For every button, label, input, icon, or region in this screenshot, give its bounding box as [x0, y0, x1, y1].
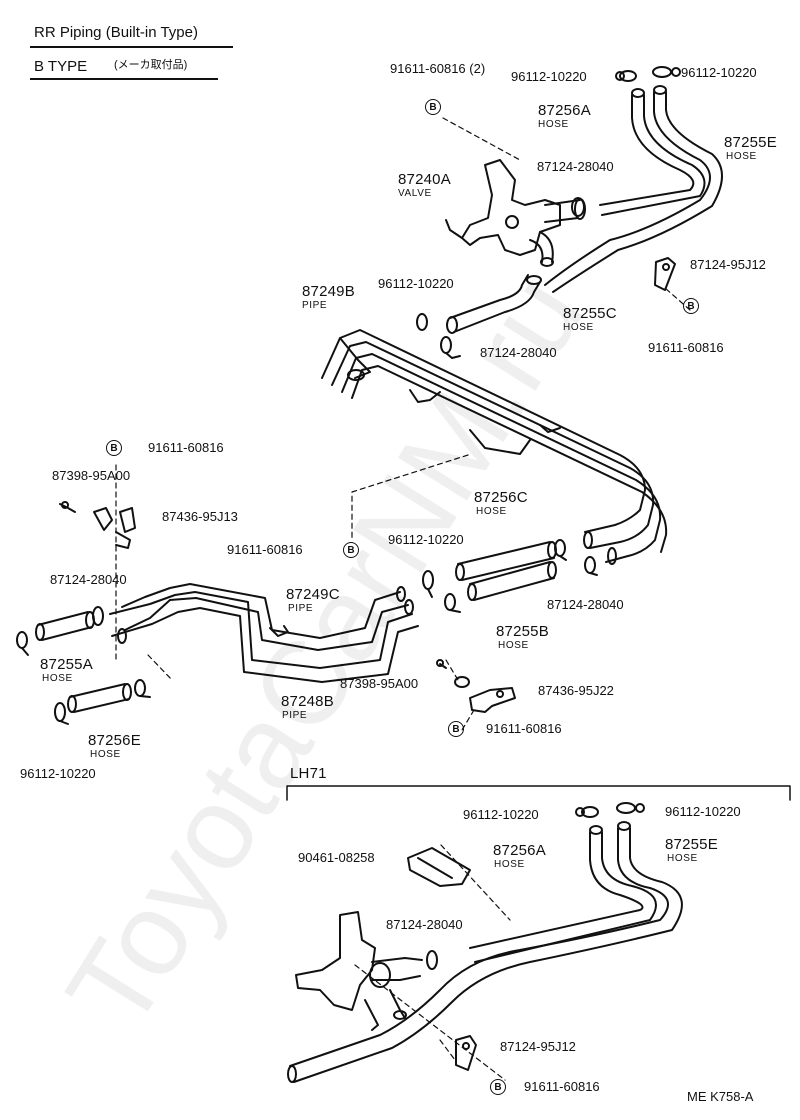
bolt-symbol-icon: B — [683, 298, 699, 314]
part-91611-60816-right: 91611-60816 — [648, 340, 724, 355]
lh71-valve — [295, 911, 423, 1031]
pipe-label-87249b: PIPE — [302, 300, 328, 311]
part-87248b: 87248B — [281, 693, 334, 710]
hose-label-87256e: HOSE — [90, 749, 121, 760]
hose-87255b — [467, 561, 557, 601]
part-87124-28040-mid: 87124-28040 — [480, 345, 557, 360]
hose-87255a — [35, 611, 95, 641]
part-91611-60816-center: 91611-60816 — [227, 542, 303, 557]
part-87255b: 87255B — [496, 623, 549, 640]
lh71-bracket-87124-95j12 — [455, 1035, 477, 1071]
bolt-symbol-icon: B — [425, 99, 441, 115]
valve-label: VALVE — [398, 188, 432, 199]
part-96112-top-left: 96112-10220 — [511, 69, 587, 84]
hose-label-87256a-top: HOSE — [538, 119, 569, 130]
lh71-clamp-87124-28040 — [426, 950, 438, 970]
bracket-87436-95j13 — [93, 507, 136, 549]
bolt-87398-left — [59, 501, 76, 513]
part-87436-95j22: 87436-95J22 — [538, 683, 614, 698]
part-87124-28040-top: 87124-28040 — [537, 159, 614, 174]
hose-87256c — [455, 541, 557, 581]
part-87124-28040-left: 87124-28040 — [50, 572, 127, 587]
lh71-part-91611-60816: 91611-60816 — [524, 1079, 600, 1094]
part-87398-95a00-bottom: 87398-95A00 — [340, 676, 419, 691]
part-87255e-top: 87255E — [724, 134, 777, 151]
hose-label-87256c: HOSE — [476, 506, 507, 517]
lh71-hose-87256a — [469, 825, 657, 963]
part-96112-bottom-left: 96112-10220 — [20, 766, 96, 781]
lh71-cover-90461 — [407, 847, 471, 887]
hose-87255e-top — [544, 85, 723, 293]
lh71-hose-label-87255e: HOSE — [667, 853, 698, 864]
type-label: B TYPE — [34, 58, 88, 75]
bracket-87124-95j12-top — [654, 257, 676, 291]
pipe-87248b — [109, 591, 419, 683]
pipe-label-87249c: PIPE — [288, 603, 314, 614]
lh71-part-87124-28040: 87124-28040 — [386, 917, 463, 932]
part-96112-mid: 96112-10220 — [378, 276, 454, 291]
lh71-part-96112-left: 96112-10220 — [463, 807, 539, 822]
bolt-symbol-icon: B — [106, 440, 122, 456]
valve-87240a — [445, 159, 586, 267]
hose-87256a-top — [599, 88, 706, 216]
clamp-96112-top-right — [652, 66, 681, 78]
lh71-part-96112-right: 96112-10220 — [665, 804, 741, 819]
clamp-87398-bottom — [436, 659, 470, 688]
part-87249b: 87249B — [302, 283, 355, 300]
lh71-hose-87255e — [287, 821, 683, 1083]
clamp-87124-left — [16, 606, 104, 656]
clamp-87124-mid — [440, 336, 461, 359]
clamp-87124-28040-top — [571, 197, 585, 217]
hose-label-87255e-top: HOSE — [726, 151, 757, 162]
lh71-part-87255e: 87255E — [665, 836, 718, 853]
bolt-symbol-icon: B — [490, 1079, 506, 1095]
lh71-part-87256a: 87256A — [493, 842, 546, 859]
bracket-87436-95j22 — [469, 687, 516, 713]
clamp-96112-top-left — [615, 70, 637, 82]
lh71-clamps-top — [575, 802, 645, 818]
part-87255c: 87255C — [563, 305, 617, 322]
clamp-87124-right — [554, 539, 598, 576]
clamp-96112-center — [422, 570, 461, 613]
hose-87255c — [446, 274, 542, 334]
part-91611-60816-lower: 91611-60816 — [486, 721, 562, 736]
part-87240a: 87240A — [398, 171, 451, 188]
part-87249c: 87249C — [286, 586, 340, 603]
type-underline — [30, 78, 218, 80]
bolt-symbol-icon: B — [343, 542, 359, 558]
part-87124-95j12-top: 87124-95J12 — [690, 257, 766, 272]
part-87256a-top: 87256A — [538, 102, 591, 119]
part-91611-60816-2: 91611-60816 (2) — [390, 61, 486, 76]
pipe-87249b — [321, 329, 668, 565]
lh71-hose-label-87256a: HOSE — [494, 859, 525, 870]
title-underline — [30, 46, 233, 48]
part-87124-28040-right: 87124-28040 — [547, 597, 624, 612]
pipe-87249c — [121, 583, 414, 651]
type-note: (メーカ取付品) — [114, 59, 188, 71]
lh71-bracket-line — [286, 785, 791, 801]
hose-label-87255a: HOSE — [42, 673, 73, 684]
part-96112-top-right: 96112-10220 — [681, 65, 757, 80]
part-96112-center: 96112-10220 — [388, 532, 464, 547]
lh71-part-90461-08258: 90461-08258 — [298, 850, 375, 865]
figure-code: ME K758-A — [687, 1089, 754, 1104]
part-87256c: 87256C — [474, 489, 528, 506]
pipe-label-87248b: PIPE — [282, 710, 308, 721]
page-title: RR Piping (Built-in Type) — [34, 24, 198, 41]
lh71-part-87124-95j12: 87124-95J12 — [500, 1039, 576, 1054]
part-87256e: 87256E — [88, 732, 141, 749]
clamp-96112-mid — [416, 313, 428, 331]
part-87436-95j13: 87436-95J13 — [162, 509, 238, 524]
clamp-96112-bottom-left — [54, 679, 151, 725]
lh71-section-label: LH71 — [290, 765, 327, 782]
hose-87256e — [67, 683, 132, 713]
hose-label-87255b: HOSE — [498, 640, 529, 651]
bolt-symbol-icon: B — [448, 721, 464, 737]
part-91611-60816-left: 91611-60816 — [148, 440, 224, 455]
part-87255a: 87255A — [40, 656, 93, 673]
hose-label-87255c: HOSE — [563, 322, 594, 333]
part-87398-95a00-left: 87398-95A00 — [52, 468, 131, 483]
